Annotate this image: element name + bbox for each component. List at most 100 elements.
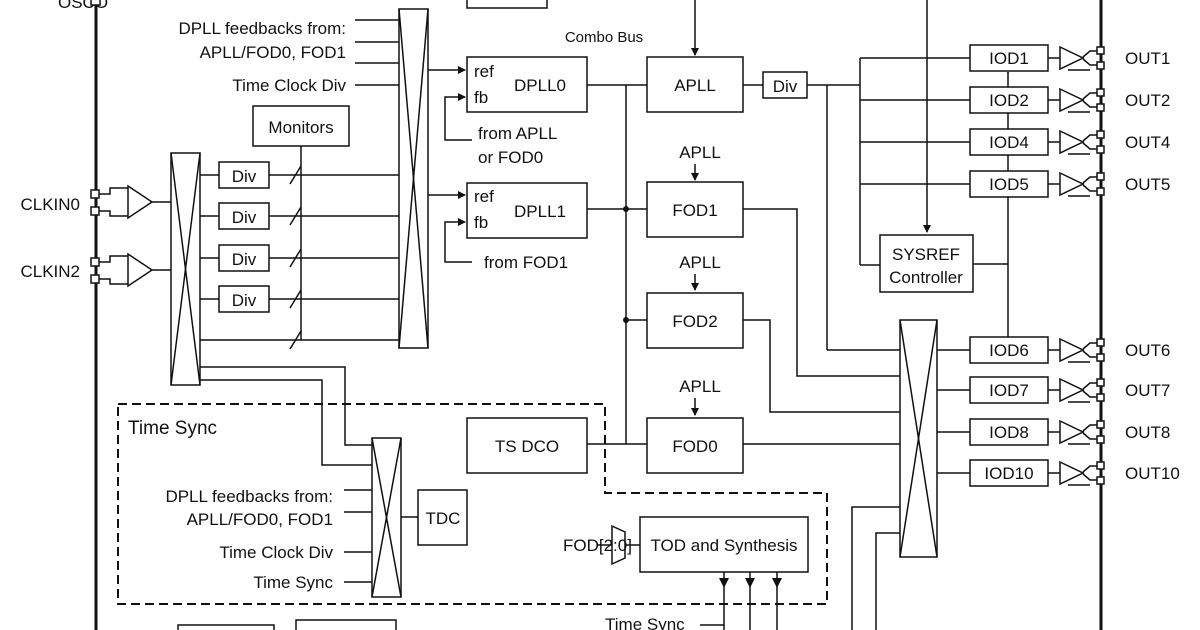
- out7-buffer: [1059, 377, 1085, 403]
- fod1-label: FOD1: [672, 201, 717, 220]
- out4-wire-p: [1082, 134, 1097, 142]
- fod2-label: FOD2: [672, 312, 717, 331]
- fod2-apll-label: APLL: [679, 253, 721, 272]
- out1-label: OUT1: [1125, 49, 1170, 68]
- out5-pin-n: [1096, 187, 1105, 196]
- out8-buffer: [1059, 419, 1085, 445]
- out10-pin-p: [1096, 461, 1105, 470]
- out4-iod-block: [969, 128, 1049, 156]
- out6-wire-n: [1082, 350, 1097, 358]
- out8-pin-n: [1096, 435, 1105, 444]
- ts-dco-label: TS DCO: [495, 437, 559, 456]
- out10-buffer: [1059, 460, 1085, 486]
- out8-pin-p: [1096, 420, 1105, 429]
- out7-wire-p: [1082, 382, 1097, 390]
- out7-iod-block: [969, 376, 1049, 404]
- tod-arrow-2: [745, 578, 755, 588]
- out6-pin-p: [1096, 338, 1105, 347]
- ts-time-sync-label: Time Sync: [253, 573, 333, 592]
- clkin0-buffer: [127, 184, 154, 220]
- bottom-partial-block-2: [295, 619, 397, 630]
- out2-buffer: [1059, 87, 1085, 113]
- out1-wire-n: [1082, 58, 1097, 66]
- time-clock-div-label: Time Clock Div: [232, 76, 346, 95]
- out8-wire-n: [1082, 432, 1097, 440]
- dpll0-fb-in: [444, 93, 466, 141]
- fod0-apll-label: APLL: [679, 377, 721, 396]
- sysref-label-1: SYSREF: [892, 245, 960, 264]
- out1-pin-p: [1096, 46, 1105, 55]
- out7-pin-p: [1096, 378, 1105, 387]
- ts-feedbacks-sources: APLL/FOD0, FOD1: [187, 510, 333, 529]
- dpll0-fb-label: fb: [474, 88, 488, 107]
- clkin2-wire-p: [99, 255, 128, 263]
- dpll-feedbacks-sources: APLL/FOD0, FOD1: [200, 43, 346, 62]
- out5-buffer: [1059, 171, 1085, 197]
- time-sync-title: Time Sync: [128, 418, 217, 439]
- input-div-group: Div Div Div Div: [200, 161, 399, 350]
- clkin0-label: CLKIN0: [20, 195, 80, 214]
- fod0-block: [646, 417, 744, 474]
- clkin2-wire-n: [99, 278, 128, 285]
- out6-pin-n: [1096, 353, 1105, 362]
- mux-to-tdc-line-1: [200, 366, 372, 446]
- out10-wire-n: [1082, 473, 1097, 481]
- input-div-2-label: Div: [232, 208, 257, 227]
- fod1-to-mux: [743, 208, 900, 377]
- time-sync-region: [117, 403, 828, 605]
- ts-dco-block: [466, 417, 588, 474]
- output-mux-diag-b: [899, 319, 938, 558]
- dpll0-ref-label: ref: [474, 62, 494, 81]
- out6-wire-p: [1082, 342, 1097, 350]
- out5-pin-p: [1096, 172, 1105, 181]
- ts-time-clock-div: Time Clock Div: [219, 543, 333, 562]
- out2-label: OUT2: [1125, 91, 1170, 110]
- clkin0-pin-p: [90, 189, 100, 199]
- mux-to-tdc-line-2: [200, 379, 372, 466]
- out8-iod-label: IOD8: [989, 423, 1029, 442]
- out2-pin-p: [1096, 88, 1105, 97]
- input-div-1-label: Div: [232, 167, 257, 186]
- clkin0-wire-n: [99, 210, 128, 217]
- out1-buffer: [1059, 45, 1085, 71]
- combo-bus-label: Combo Bus: [565, 29, 643, 46]
- tdc-label: TDC: [426, 509, 461, 528]
- or-fod0-label: or FOD0: [478, 148, 543, 167]
- dpll1-label: DPLL1: [514, 202, 566, 221]
- out6-buffer: [1059, 337, 1085, 363]
- input-mux: [170, 152, 201, 386]
- tod-arrow-3: [772, 578, 782, 588]
- monitors-label: Monitors: [268, 118, 333, 137]
- bottom-partial-block-1: [177, 624, 275, 630]
- dpll1-ref-label: ref: [474, 187, 494, 206]
- input-div-4-label: Div: [232, 291, 257, 310]
- out4-label: OUT4: [1125, 133, 1170, 152]
- out2-wire-p: [1082, 92, 1097, 100]
- out5-wire-n: [1082, 184, 1097, 192]
- ts-feedbacks-title: DPLL feedbacks from:: [165, 487, 333, 506]
- out7-wire-n: [1082, 390, 1097, 398]
- fod0-label: FOD0: [672, 437, 717, 456]
- fod2-to-mux: [743, 319, 900, 413]
- tdc-block: [417, 489, 468, 546]
- clkin2-pin-p: [90, 257, 100, 267]
- out8-label: OUT8: [1125, 423, 1170, 442]
- output-mux: [899, 319, 938, 558]
- sysref-label-2: Controller: [889, 268, 963, 287]
- junction-fod1: [623, 206, 629, 212]
- clkin2-label: CLKIN2: [20, 262, 80, 281]
- out10-iod-label: IOD10: [984, 464, 1033, 483]
- apll-label: APLL: [674, 76, 716, 95]
- dpll1-block: [466, 182, 588, 239]
- from-fod1-label: from FOD1: [484, 253, 568, 272]
- clkin0-wire-p: [99, 187, 128, 195]
- osco-pin: [90, 0, 101, 6]
- dpll-feedbacks-title: DPLL feedbacks from:: [178, 19, 346, 38]
- out5-wire-p: [1082, 176, 1097, 184]
- out4-wire-n: [1082, 142, 1097, 150]
- junction-fod2: [623, 317, 629, 323]
- out4-buffer: [1059, 129, 1085, 155]
